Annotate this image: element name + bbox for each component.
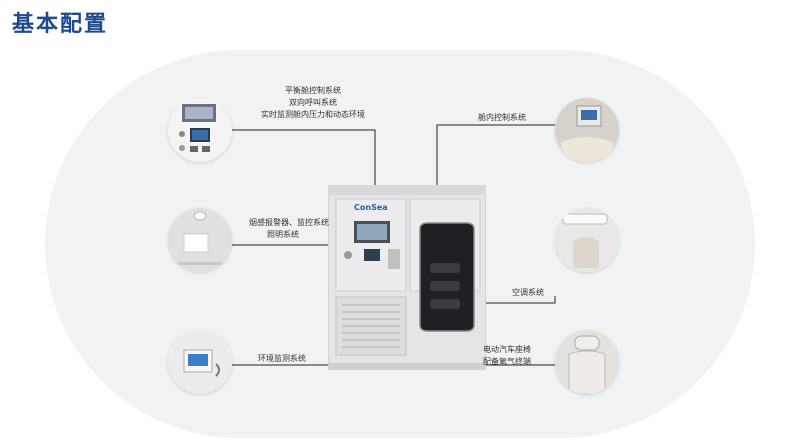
page-title: 基本配置 — [12, 12, 109, 37]
ceiling-light-smoke-photo — [168, 208, 232, 272]
label-seat-oxygen: 电动汽车座椅 配备氧气终端 — [483, 345, 531, 366]
hyperbaric-cabin-device — [328, 185, 486, 370]
air-conditioner-photo — [555, 208, 619, 272]
car-seat-photo — [555, 330, 619, 394]
device-logo: ConSea — [354, 203, 388, 212]
label-balance-system: 平衡舱控制系统 双向呼叫系统 实时监测舱内压力和动态环境 — [261, 86, 365, 119]
cabin-control-photo — [555, 98, 619, 162]
label-cabin-control: 舱内控制系统 — [478, 113, 526, 122]
control-panel-photo — [168, 98, 232, 162]
env-monitor-photo — [168, 330, 232, 394]
label-air-conditioning: 空调系统 — [512, 288, 544, 297]
label-env-monitoring: 环境监测系统 — [258, 354, 306, 363]
label-smoke-monitoring: 烟感报警器、监控系统 照明系统 — [249, 218, 329, 239]
